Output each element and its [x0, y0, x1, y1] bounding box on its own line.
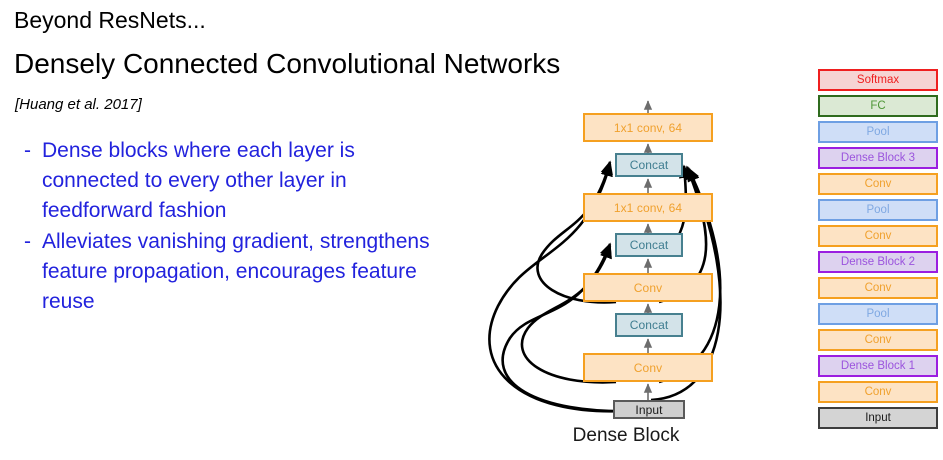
bullet-text: Alleviates vanishing gradient, strengthe… [42, 230, 430, 313]
architecture-layer: Pool [818, 303, 938, 325]
architecture-layer: Conv [818, 173, 938, 195]
slide-heading: Beyond ResNets... [14, 7, 206, 33]
bullet-marker: - [24, 139, 31, 162]
architecture-layer: Conv [818, 329, 938, 351]
architecture-layer: Pool [818, 121, 938, 143]
bullet-item: -Alleviates vanishing gradient, strength… [16, 227, 456, 317]
architecture-layer: Softmax [818, 69, 938, 91]
dense-block-diagram: Dense Block 1x1 conv, 64 Concat 1x1 conv, … [476, 100, 776, 455]
bullet-text: Dense blocks where each layer is connect… [42, 139, 355, 222]
architecture-layer: Conv [818, 277, 938, 299]
architecture-layer: Conv [818, 381, 938, 403]
dense-block-node-concat: Concat [615, 313, 683, 337]
architecture-layer: Dense Block 1 [818, 355, 938, 377]
architecture-layer: Dense Block 2 [818, 251, 938, 273]
citation-reference: [Huang et al. 2017] [15, 96, 142, 113]
dense-block-node-concat: Concat [615, 233, 683, 257]
dense-block-node-concat: Concat [615, 153, 683, 177]
bullet-list: -Dense blocks where each layer is connec… [16, 136, 456, 318]
dense-block-node-input: Input [613, 400, 685, 419]
architecture-layer: FC [818, 95, 938, 117]
dense-block-node-conv: 1x1 conv, 64 [583, 193, 713, 222]
architecture-layer: Dense Block 3 [818, 147, 938, 169]
architecture-layer: Pool [818, 199, 938, 221]
bullet-item: -Dense blocks where each layer is connec… [16, 136, 456, 226]
dense-block-node-conv: Conv [583, 353, 713, 382]
page-title: Densely Connected Convolutional Networks [14, 48, 561, 79]
dense-block-node-conv: 1x1 conv, 64 [583, 113, 713, 142]
bullet-marker: - [24, 230, 31, 253]
dense-block-caption: Dense Block [572, 425, 680, 446]
architecture-layer: Conv [818, 225, 938, 247]
architecture-layer: Input [818, 407, 938, 429]
dense-block-node-conv: Conv [583, 273, 713, 302]
